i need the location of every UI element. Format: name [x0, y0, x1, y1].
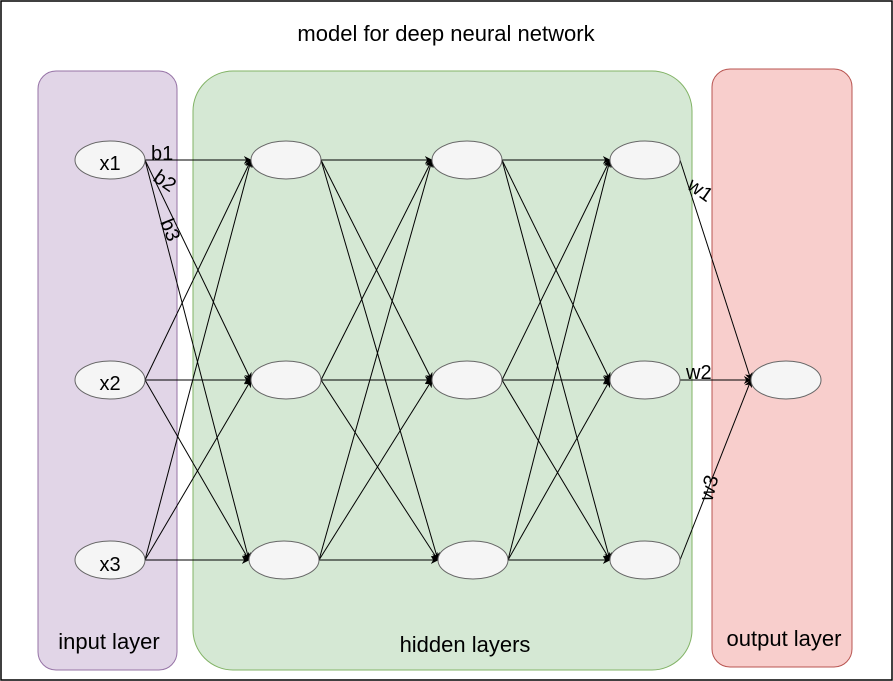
hidden2-node-3 [437, 540, 509, 580]
input-node-1 [74, 140, 146, 180]
weight-label-w2: w2 [685, 362, 712, 384]
edge-h2n2-h3n3 [501, 379, 611, 561]
edge-in3-h1n1 [144, 159, 254, 561]
edge-h3n1-out [679, 159, 753, 381]
edge-h1n3-h2n2 [318, 379, 433, 561]
hidden2-node-2 [431, 360, 503, 400]
edge-h2n3-h3n2 [507, 379, 611, 561]
connection-edges [144, 156, 753, 564]
output-layer-label: output layer [727, 626, 842, 651]
edge-in2-h1n3 [144, 379, 250, 561]
input-node-3 [74, 540, 146, 580]
hidden1-node-2 [250, 360, 322, 400]
hidden-layers-label: hidden layers [400, 632, 531, 657]
edge-h2n3-h3n1 [507, 159, 613, 561]
edge-in3-h1n2 [144, 379, 252, 561]
edge-h1n2-h2n3 [320, 379, 439, 561]
output-node [750, 360, 822, 400]
input-node-label-x2: x2 [99, 373, 120, 395]
diagram-title: model for deep neural network [297, 21, 595, 46]
hidden1-node-3 [248, 540, 320, 580]
edge-h1n1-h2n3 [320, 159, 440, 561]
edge-h1n3-h2n1 [318, 159, 434, 561]
hidden3-node-1 [609, 140, 681, 180]
edge-in1-h1n3 [144, 159, 252, 561]
hidden3-node-3 [609, 540, 681, 580]
network-nodes [74, 140, 822, 580]
edge-h2n2-h3n1 [501, 159, 611, 381]
hidden1-node-1 [250, 140, 322, 180]
input-node-label-x3: x3 [99, 554, 120, 576]
edge-h1n2-h2n1 [320, 159, 433, 381]
edge-h3n3-out [679, 379, 753, 561]
edge-in2-h1n1 [144, 159, 252, 381]
hidden2-node-1 [431, 140, 503, 180]
edge-h2n1-h3n3 [501, 159, 612, 561]
input-node-label-x1: x1 [99, 153, 120, 175]
hidden3-node-2 [609, 360, 681, 400]
input-node-2 [74, 360, 146, 400]
bias-label-b1: b1 [151, 143, 173, 165]
input-layer-label: input layer [58, 629, 160, 654]
